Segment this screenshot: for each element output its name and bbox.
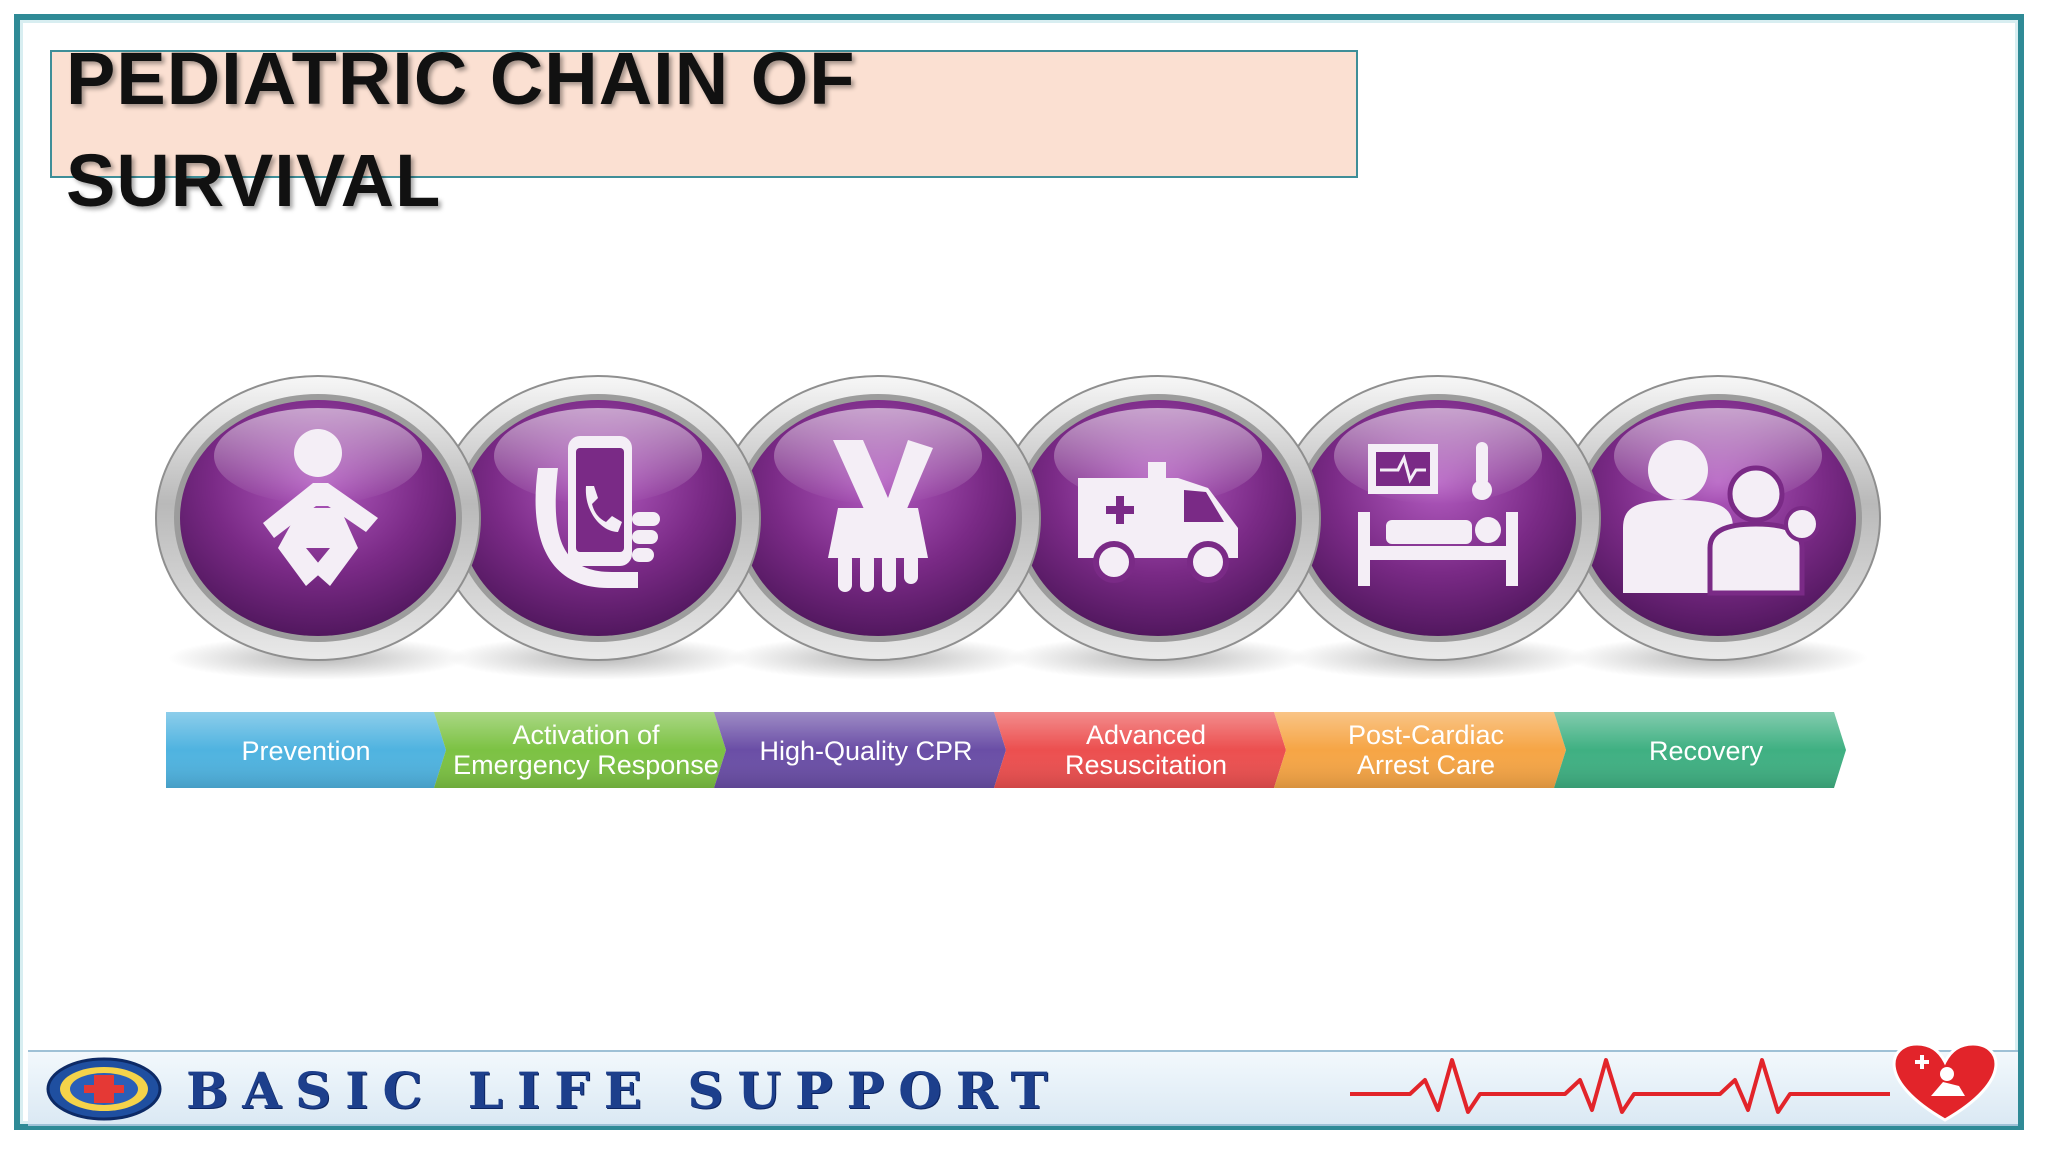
ecg-line-icon (1350, 1058, 1890, 1114)
step-label-3: High-Quality CPR (714, 712, 1006, 788)
step-label-text: Arrest Care (1357, 750, 1495, 780)
chain-link-6 (1555, 375, 1881, 680)
infant-icon (263, 429, 378, 586)
step-label-text: Post-Cardiac (1348, 720, 1504, 750)
step-label-text: Activation of (512, 720, 660, 750)
family-icon (1623, 440, 1820, 596)
banner-title: BASIC LIFE SUPPORT (186, 1061, 1062, 1120)
step-label-6: Recovery (1554, 712, 1846, 788)
title-line-1: PEDIATRIC CHAIN OF (66, 37, 856, 120)
step-label-text: Emergency Response (453, 750, 719, 780)
chain-link-5 (1275, 375, 1601, 680)
step-label-1: Prevention (166, 712, 446, 788)
chain-link-4 (995, 375, 1321, 680)
step-label-text: Resuscitation (1065, 750, 1227, 780)
hospital-bed-icon (1358, 442, 1518, 586)
title-box (50, 50, 1358, 178)
chain-link-2 (435, 375, 761, 680)
footer-banner (28, 1050, 2018, 1126)
step-label-text: Prevention (241, 736, 370, 766)
page-title: PEDIATRIC CHAIN OF SURVIVAL (66, 28, 1166, 232)
title-line-2: SURVIVAL (66, 139, 442, 222)
chain-link-1 (155, 375, 481, 680)
cpr-hands-icon (828, 440, 933, 592)
step-label-text: High-Quality CPR (759, 736, 972, 766)
heart-cpr-icon (1892, 1042, 1998, 1122)
step-label-text: Recovery (1649, 736, 1764, 766)
step-label-text: Advanced (1086, 720, 1206, 750)
phone-call-icon (535, 436, 660, 588)
ambulance-icon (1078, 462, 1238, 583)
emergency-services-seal-icon (46, 1057, 162, 1121)
slide-frame (14, 14, 2024, 1130)
chain-link-3 (715, 375, 1041, 680)
